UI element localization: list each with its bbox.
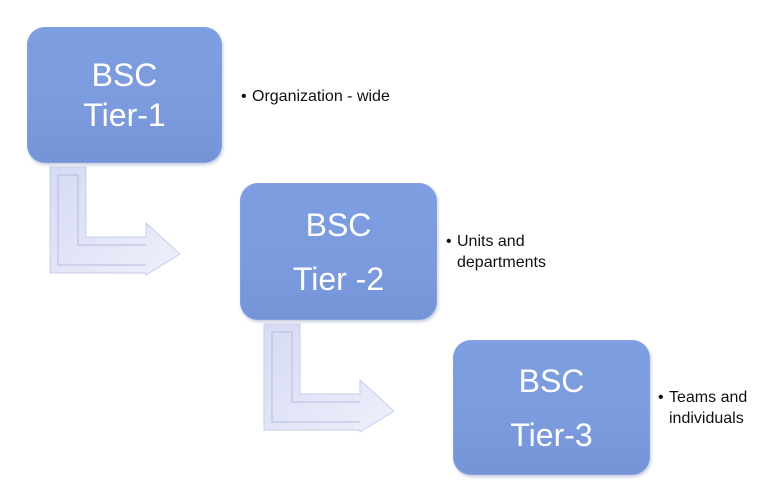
tier-1-description-text: Organization - wide [252,88,390,105]
bent-arrow-icon [49,166,181,276]
arrow-2-bevel [271,331,360,423]
bullet-icon: • [658,389,664,406]
tier-3-description-line-2: individuals [669,410,744,427]
tier-3-title: BSC [518,362,585,399]
bent-arrow-icon [263,323,395,433]
tier-2-subtitle: Tier -2 [292,260,385,297]
tier-3-box: BSC Tier-3 [453,340,650,475]
tier-2-box: BSC Tier -2 [240,183,437,320]
tier-2-title: BSC [305,206,372,243]
tier-2-description: • Units and departments [446,231,546,273]
tier-1-subtitle: Tier-1 [83,97,166,133]
tier-1-description: • Organization - wide [241,86,390,107]
tier-3-subtitle: Tier-3 [510,416,593,453]
tier-3-description-line-1: Teams and [669,389,748,406]
arrow-2-body [263,323,395,433]
tier-3-description: • Teams and individuals [658,387,747,429]
tier-2-description-line-2: departments [457,254,546,271]
arrow-1-bevel [57,174,146,266]
tier-1-box: BSC Tier-1 [27,27,222,163]
tier-1-title: BSC [91,57,158,93]
bullet-icon: • [241,88,247,105]
bullet-icon: • [446,233,452,250]
tier-2-description-line-1: Units and [457,233,525,250]
arrow-1-body [49,166,181,276]
